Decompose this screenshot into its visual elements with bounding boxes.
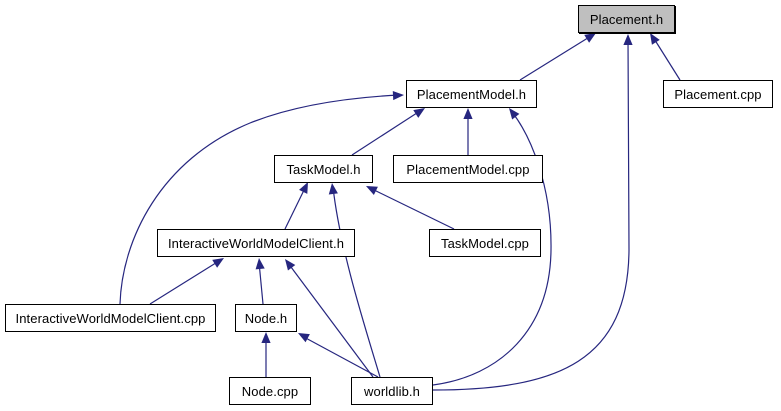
graph-node-worldlib_h[interactable]: worldlib.h	[351, 377, 433, 405]
graph-edge-placement_model_cpp-to-placement_model_h	[463, 108, 473, 155]
edge-line	[258, 261, 264, 305]
edge-line	[332, 186, 381, 378]
graph-edge-worldlib_h-to-task_model_h	[328, 183, 381, 378]
graph-node-label: Placement.cpp	[674, 86, 762, 102]
edge-arrowhead	[261, 332, 271, 343]
graph-edge-placement_cpp-to-placement_h	[650, 33, 681, 81]
edge-line	[652, 36, 681, 81]
graph-edge-task_model_h-to-placement_model_h	[351, 108, 425, 156]
graph-node-label: PlacementModel.h	[416, 86, 527, 102]
graph-node-label: TaskModel.cpp	[440, 235, 529, 251]
edge-line	[519, 35, 592, 81]
graph-node-placement_cpp[interactable]: Placement.cpp	[663, 80, 773, 108]
graph-edge-iwmc_cpp-to-iwmc_h	[149, 258, 224, 305]
graph-node-label: InteractiveWorldModelClient.cpp	[15, 310, 206, 326]
edge-arrowhead	[328, 183, 338, 195]
graph-edge-worldlib_h-to-node_h	[298, 333, 379, 378]
graph-node-iwmc_cpp[interactable]: InteractiveWorldModelClient.cpp	[5, 304, 216, 332]
edge-arrowhead	[366, 186, 378, 195]
graph-node-placement_model_cpp[interactable]: PlacementModel.cpp	[393, 155, 543, 183]
edge-line	[287, 262, 374, 378]
edge-arrowhead	[623, 34, 633, 45]
graph-node-label: worldlib.h	[364, 383, 420, 399]
edge-line	[301, 335, 379, 378]
edge-line	[369, 187, 455, 230]
graph-node-placement_h[interactable]: Placement.h	[578, 5, 675, 33]
edge-arrowhead	[285, 259, 296, 271]
edge-arrowhead	[463, 108, 473, 119]
graph-edge-iwmc_cpp-to-placement_model_h	[119, 90, 404, 305]
graph-edge-placement_model_h-to-placement_h	[519, 33, 596, 81]
graph-edge-iwmc_h-to-task_model_h	[284, 182, 308, 230]
graph-node-label: Node.h	[244, 310, 288, 326]
graph-node-node_cpp[interactable]: Node.cpp	[229, 377, 311, 405]
edge-arrowhead	[255, 258, 265, 270]
graph-node-label: PlacementModel.cpp	[406, 161, 530, 177]
edge-line	[119, 94, 400, 305]
edge-line	[351, 110, 421, 156]
edge-arrowhead	[298, 333, 310, 343]
graph-node-task_model_cpp[interactable]: TaskModel.cpp	[429, 229, 541, 257]
graph-node-task_model_h[interactable]: TaskModel.h	[274, 155, 373, 183]
graph-edge-task_model_cpp-to-task_model_h	[366, 186, 455, 230]
graph-node-label: Node.cpp	[241, 383, 299, 399]
graph-node-label: TaskModel.h	[286, 161, 361, 177]
graph-node-placement_model_h[interactable]: PlacementModel.h	[406, 80, 537, 108]
edge-line	[284, 185, 307, 230]
graph-node-node_h[interactable]: Node.h	[235, 304, 297, 332]
graph-node-label: Placement.h	[589, 11, 664, 27]
graph-edge-node_cpp-to-node_h	[261, 332, 271, 377]
edge-arrowhead	[392, 90, 404, 101]
graph-edge-node_h-to-iwmc_h	[255, 258, 265, 305]
graph-node-iwmc_h[interactable]: InteractiveWorldModelClient.h	[157, 229, 355, 257]
edge-line	[149, 260, 220, 305]
graph-node-label: InteractiveWorldModelClient.h	[167, 235, 345, 251]
